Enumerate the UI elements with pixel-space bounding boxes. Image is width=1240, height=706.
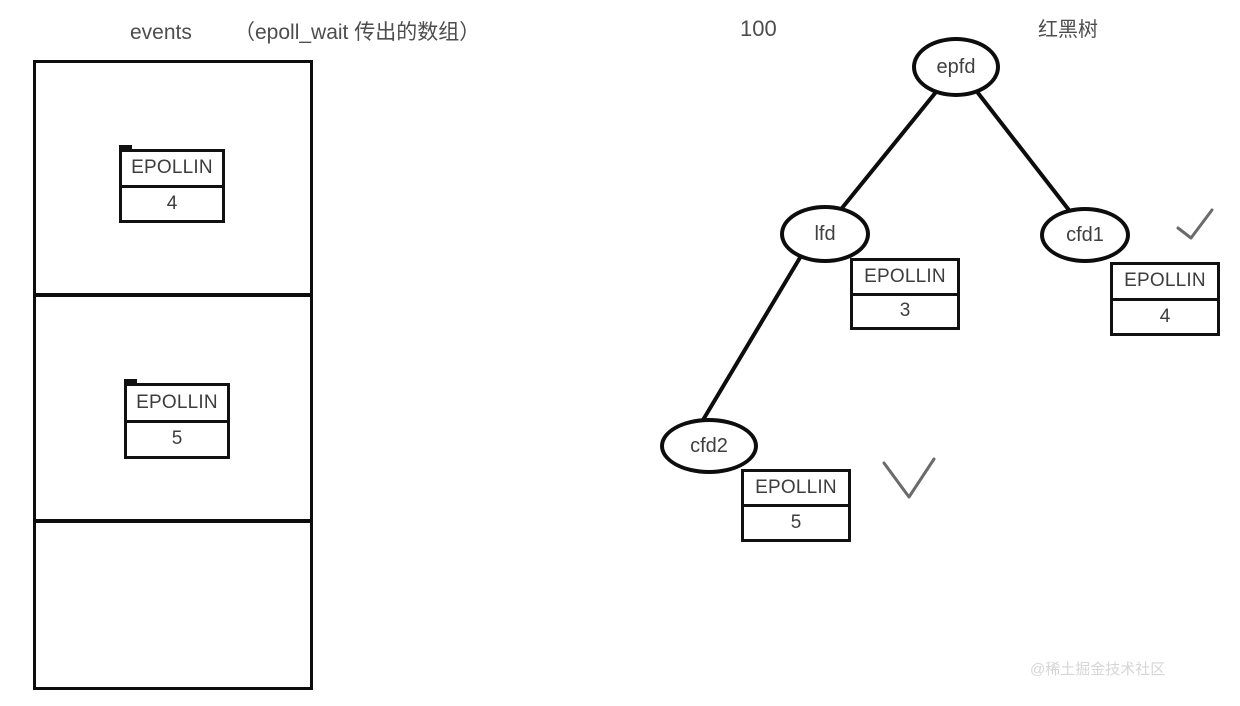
events-slot-0-struct: EPOLLIN 4 — [119, 145, 225, 223]
tree-node-cfd1[interactable]: cfd1 — [1040, 207, 1130, 263]
tree-node-cfd1-label: cfd1 — [1066, 223, 1104, 246]
tree-node-lfd-fd: 3 — [899, 300, 911, 322]
tree-node-cfd2-event: EPOLLIN — [744, 472, 848, 507]
events-slot-2-empty — [36, 523, 310, 687]
events-slot-divider-2 — [33, 519, 313, 523]
events-slot-1-fd: 5 — [171, 428, 183, 450]
tree-node-epfd[interactable]: epfd — [912, 37, 1000, 97]
events-slot-divider-1 — [33, 293, 313, 297]
events-title: events — [130, 21, 192, 44]
events-slot-0-event: EPOLLIN — [122, 152, 222, 188]
tree-size-label: 100 — [740, 16, 777, 41]
edge-lfd-cfd2 — [698, 254, 803, 427]
tree-node-epfd-label: epfd — [936, 55, 976, 78]
tree-node-cfd1-fd: 4 — [1159, 305, 1171, 327]
events-slot-1-struct: EPOLLIN 5 — [124, 379, 230, 459]
box-nib-icon — [124, 379, 137, 385]
tree-node-lfd-label: lfd — [814, 222, 836, 245]
events-slot-1-event: EPOLLIN — [127, 386, 227, 423]
checkmark-icon-cfd1 — [1176, 208, 1214, 240]
tree-node-cfd2[interactable]: cfd2 — [660, 418, 758, 474]
events-slot-0-fd: 4 — [166, 192, 178, 214]
tree-node-cfd1-struct: EPOLLIN 4 — [1110, 262, 1220, 336]
checkmark-icon-cfd2 — [882, 457, 936, 499]
tree-node-cfd1-event: EPOLLIN — [1113, 265, 1217, 301]
tree-structure-label: 红黑树 — [1038, 19, 1098, 41]
tree-node-cfd2-fd: 5 — [790, 512, 802, 533]
events-subtitle: （epoll_wait 传出的数组） — [234, 21, 481, 44]
tree-node-cfd2-struct: EPOLLIN 5 — [741, 469, 851, 542]
tree-node-lfd[interactable]: lfd — [780, 205, 870, 263]
edge-epfd-lfd — [836, 90, 938, 215]
tree-node-lfd-event: EPOLLIN — [853, 261, 957, 296]
watermark: @稀土掘金技术社区 — [1030, 661, 1166, 678]
edge-epfd-cfd1 — [976, 91, 1074, 216]
tree-node-cfd2-label: cfd2 — [690, 434, 728, 457]
tree-node-lfd-struct: EPOLLIN 3 — [850, 258, 960, 330]
box-nib-icon — [119, 145, 132, 151]
